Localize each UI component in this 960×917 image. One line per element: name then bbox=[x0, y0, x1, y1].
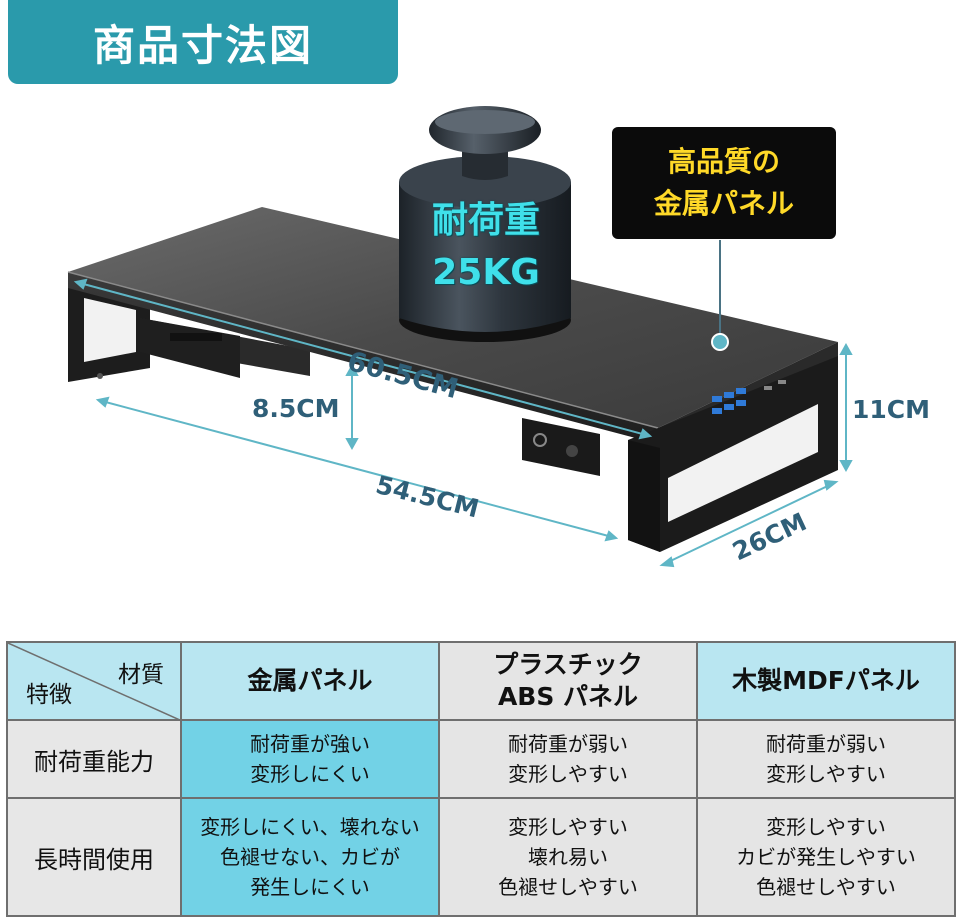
page-title: 商品寸法図 bbox=[8, 0, 398, 84]
cell-line: カビが発生しやすい bbox=[736, 845, 916, 869]
monitor-stand-illustration bbox=[67, 106, 853, 568]
cell-line: 発生しにくい bbox=[250, 875, 370, 899]
right-leg bbox=[628, 356, 838, 552]
column-header-plastic: プラスチック ABS パネル bbox=[438, 641, 698, 721]
cell-line: 壊れ易い bbox=[528, 845, 608, 869]
table-cell: 耐荷重が強い 変形しにくい bbox=[180, 719, 440, 799]
cell-line: 色褪せしやすい bbox=[498, 875, 638, 899]
cell-line: 耐荷重が弱い bbox=[508, 732, 628, 756]
corner-material-label: 材質 bbox=[118, 662, 164, 688]
callout-line-1: 高品質の bbox=[667, 145, 780, 178]
table-cell: 変形しにくい、壊れない 色褪せない、カビが 発生しにくい bbox=[180, 797, 440, 917]
column-header-line: プラスチック bbox=[493, 650, 643, 679]
cell-line: 変形しやすい bbox=[508, 762, 628, 786]
dimension-height: 11CM bbox=[852, 395, 931, 424]
load-capacity-line-2: 25KG bbox=[432, 252, 540, 293]
callout-line-2: 金属パネル bbox=[653, 187, 794, 220]
under-drawer bbox=[140, 318, 310, 378]
cell-line: 色褪せしやすい bbox=[756, 875, 896, 899]
column-header-line: ABS パネル bbox=[497, 682, 639, 711]
table-header-row: 材質 特徴 金属パネル プラスチック ABS パネル 木製MDFパネル bbox=[6, 641, 956, 721]
corner-feature-label: 特徴 bbox=[26, 682, 72, 708]
table-cell: 変形しやすい カビが発生しやすい 色褪せしやすい bbox=[696, 797, 956, 917]
cell-line: 変形しにくい bbox=[250, 762, 370, 786]
column-header-mdf: 木製MDFパネル bbox=[696, 641, 956, 721]
table-row: 長時間使用 変形しにくい、壊れない 色褪せない、カビが 発生しにくい 変形しやす… bbox=[6, 797, 956, 917]
table-cell: 耐荷重が弱い 変形しやすい bbox=[696, 719, 956, 799]
left-leg bbox=[68, 282, 150, 382]
callout-pointer bbox=[711, 240, 729, 351]
table-cell: 耐荷重が弱い 変形しやすい bbox=[438, 719, 698, 799]
column-header-line: 木製MDFパネル bbox=[732, 666, 920, 695]
table-corner-cell: 材質 特徴 bbox=[6, 641, 182, 721]
cell-line: 変形しやすい bbox=[508, 815, 628, 839]
weight-icon bbox=[399, 106, 571, 342]
usb-ports bbox=[712, 380, 786, 414]
column-header-metal: 金属パネル bbox=[180, 641, 440, 721]
dimension-clearance: 8.5CM bbox=[252, 394, 340, 423]
cell-line: 変形しにくい、壊れない bbox=[200, 815, 420, 839]
row-label-load: 耐荷重能力 bbox=[6, 719, 182, 799]
material-comparison-table: 材質 特徴 金属パネル プラスチック ABS パネル 木製MDFパネル 耐荷重能… bbox=[6, 641, 956, 917]
table-row: 耐荷重能力 耐荷重が強い 変形しにくい 耐荷重が弱い 変形しやすい 耐荷重が弱い… bbox=[6, 719, 956, 799]
load-capacity-label: 耐荷重 25KG bbox=[402, 195, 570, 299]
cell-line: 変形しやすい bbox=[766, 815, 886, 839]
power-switch-box bbox=[522, 418, 600, 476]
column-header-line: 金属パネル bbox=[247, 666, 373, 695]
corner-diagonal bbox=[8, 643, 182, 721]
dimension-lines bbox=[73, 278, 853, 568]
load-capacity-line-1: 耐荷重 bbox=[431, 200, 540, 241]
cell-line: 耐荷重が強い bbox=[250, 732, 370, 756]
cell-line: 色褪せない、カビが bbox=[220, 845, 400, 869]
table-cell: 変形しやすい 壊れ易い 色褪せしやすい bbox=[438, 797, 698, 917]
cell-line: 変形しやすい bbox=[766, 762, 886, 786]
row-label-longterm: 長時間使用 bbox=[6, 797, 182, 917]
metal-panel-callout: 高品質の 金属パネル bbox=[612, 127, 836, 239]
cell-line: 耐荷重が弱い bbox=[766, 732, 886, 756]
